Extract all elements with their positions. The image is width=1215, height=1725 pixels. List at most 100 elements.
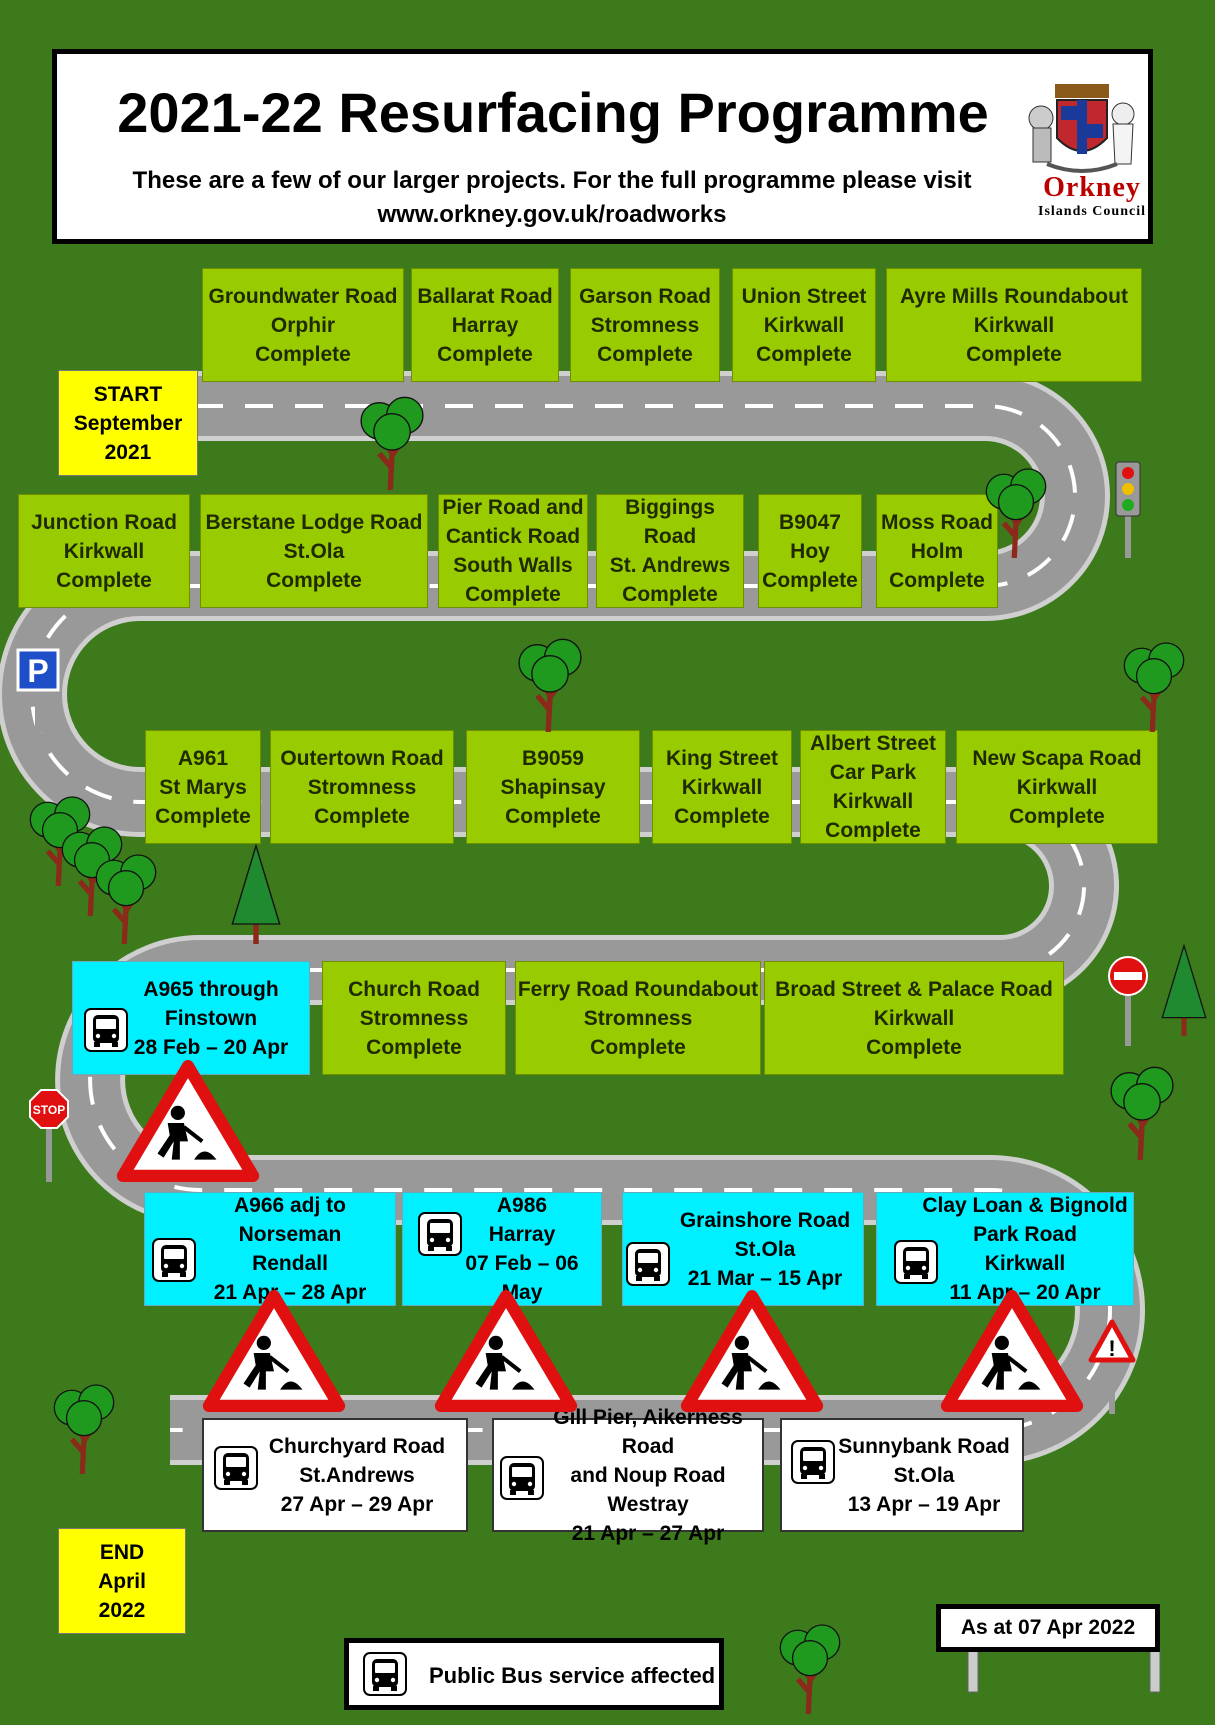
tree-icon <box>1116 636 1192 732</box>
project-text: A965 through Finstown 28 Feb – 20 Apr <box>133 977 289 1059</box>
project-card[interactable]: Junction Road Kirkwall Complete <box>18 494 190 608</box>
project-text: Union Street Kirkwall Complete <box>741 284 867 366</box>
project-card[interactable]: Biggings Road St. Andrews Complete <box>596 494 744 608</box>
tree-icon <box>1102 1060 1182 1160</box>
no-entry-sign-icon <box>1108 956 1148 1046</box>
project-text: Biggings Road St. Andrews Complete <box>609 496 731 606</box>
project-text: Garson Road Stromness Complete <box>579 284 711 366</box>
start-label: START September 2021 <box>73 382 183 464</box>
legend-label: Public Bus service affected <box>429 1663 716 1688</box>
bus-icon <box>363 1652 407 1696</box>
project-card-upcoming[interactable]: Sunnybank Road St.Ola 13 Apr – 19 Apr <box>780 1418 1024 1532</box>
bus-icon <box>84 1008 128 1052</box>
project-text: Outertown Road Stromness Complete <box>280 746 444 828</box>
warning-sign-label: ! <box>1108 1336 1115 1361</box>
project-text: Ballarat Road Harray Complete <box>417 284 553 366</box>
parking-sign-icon: P <box>16 648 60 742</box>
roadworks-warning-icon <box>940 1290 1084 1412</box>
project-text: Church Road Stromness Complete <box>348 977 480 1059</box>
project-card-upcoming[interactable]: Gill Pier, Aikerness Road and Noup Road … <box>492 1406 764 1545</box>
project-card-bus[interactable]: A966 adj to Norseman Rendall 21 Apr – 28… <box>144 1192 396 1306</box>
subtitle-text: These are a few of our larger projects. … <box>132 167 972 194</box>
project-text: Broad Street & Palace Road Kirkwall Comp… <box>775 977 1053 1059</box>
project-text: A961 St Marys Complete <box>155 746 251 828</box>
roadworks-warning-icon <box>680 1290 824 1412</box>
project-text: A966 adj to Norseman Rendall 21 Apr – 28… <box>213 1194 367 1304</box>
project-card[interactable]: Outertown Road Stromness Complete <box>270 730 454 844</box>
project-card[interactable]: Berstane Lodge Road St.Ola Complete <box>200 494 428 608</box>
tree-icon <box>772 1618 848 1714</box>
tree-icon <box>978 462 1054 558</box>
tree-icon <box>88 848 164 944</box>
council-crest-icon <box>1028 84 1135 173</box>
project-card[interactable]: Ferry Road Roundabout Stromness Complete <box>515 961 761 1075</box>
project-text: Groundwater Road Orphir Complete <box>208 284 398 366</box>
project-card-upcoming[interactable]: Churchyard Road St.Andrews 27 Apr – 29 A… <box>202 1418 468 1532</box>
bus-icon <box>626 1242 670 1286</box>
project-card[interactable]: Ayre Mills Roundabout Kirkwall Complete <box>886 268 1142 382</box>
project-card[interactable]: Broad Street & Palace Road Kirkwall Comp… <box>764 961 1064 1075</box>
page-title: 2021-22 Resurfacing Programme <box>117 81 989 144</box>
project-text: Gill Pier, Aikerness Road and Noup Road … <box>553 1405 743 1545</box>
roadworks-warning-icon <box>202 1290 346 1412</box>
pine-tree-icon <box>226 844 286 944</box>
roadworks-link[interactable]: www.orkney.gov.uk/roadworks <box>377 201 727 228</box>
project-card[interactable]: King Street Kirkwall Complete <box>652 730 792 844</box>
bus-icon <box>894 1240 938 1284</box>
project-text: Grainshore Road St.Ola 21 Mar – 15 Apr <box>679 1208 851 1290</box>
council-name: Orkney Islands Council <box>1032 172 1152 220</box>
project-card-bus[interactable]: A965 through Finstown 28 Feb – 20 Apr <box>72 961 310 1075</box>
end-marker: END April 2022 <box>58 1528 186 1634</box>
project-text: New Scapa Road Kirkwall Complete <box>972 746 1142 828</box>
tree-icon <box>46 1378 122 1474</box>
project-text: Clay Loan & Bignold Park Road Kirkwall 1… <box>922 1194 1128 1304</box>
project-text: Sunnybank Road St.Ola 13 Apr – 19 Apr <box>838 1434 1010 1516</box>
project-text: Albert Street Car Park Kirkwall Complete <box>809 732 937 842</box>
council-name-secondary: Islands Council <box>1038 204 1146 219</box>
project-text: Pier Road and Cantick Road South Walls C… <box>442 496 584 606</box>
parking-sign-label: P <box>27 653 48 689</box>
sign-posts <box>967 1648 1161 1693</box>
traffic-light-icon <box>1115 461 1141 558</box>
project-text: B9047 Hoy Complete <box>762 510 858 592</box>
tree-icon <box>352 390 432 490</box>
project-card[interactable]: B9047 Hoy Complete <box>758 494 862 608</box>
legend: Public Bus service affected <box>344 1638 724 1710</box>
end-label: END April 2022 <box>98 1540 146 1622</box>
roadworks-warning-icon <box>116 1060 260 1182</box>
bus-icon <box>214 1446 258 1490</box>
project-text: Ayre Mills Roundabout Kirkwall Complete <box>900 284 1128 366</box>
project-text: Junction Road Kirkwall Complete <box>31 510 177 592</box>
stop-sign-icon: STOP <box>29 1089 69 1182</box>
council-name-primary: Orkney <box>1043 172 1141 203</box>
project-card[interactable]: Ballarat Road Harray Complete <box>411 268 559 382</box>
project-text: Moss Road Holm Complete <box>880 510 993 592</box>
project-text: A986 Harray 07 Feb – 06 May <box>465 1194 579 1304</box>
project-text: Ferry Road Roundabout Stromness Complete <box>517 977 759 1059</box>
project-text: King Street Kirkwall Complete <box>665 746 778 828</box>
project-card[interactable]: Albert Street Car Park Kirkwall Complete <box>800 730 946 844</box>
bus-icon <box>791 1440 835 1484</box>
bus-icon <box>152 1238 196 1282</box>
pine-tree-icon <box>1156 944 1212 1036</box>
warning-sign-icon: ! <box>1088 1319 1136 1414</box>
project-card[interactable]: Moss Road Holm Complete <box>876 494 998 608</box>
project-card[interactable]: New Scapa Road Kirkwall Complete <box>956 730 1158 844</box>
project-card[interactable]: A961 St Marys Complete <box>145 730 261 844</box>
project-text: Berstane Lodge Road St.Ola Complete <box>205 510 423 592</box>
project-card[interactable]: Garson Road Stromness Complete <box>570 268 720 382</box>
project-card[interactable]: Church Road Stromness Complete <box>322 961 506 1075</box>
bus-icon <box>500 1456 544 1500</box>
roadworks-warning-icon <box>434 1290 578 1412</box>
page-subtitle: These are a few of our larger projects. … <box>87 164 1017 232</box>
project-card[interactable]: Union Street Kirkwall Complete <box>732 268 876 382</box>
project-card[interactable]: B9059 Shapinsay Complete <box>466 730 640 844</box>
bus-icon <box>418 1212 462 1256</box>
project-text: B9059 Shapinsay Complete <box>500 746 606 828</box>
header-panel: 2021-22 Resurfacing Programme These are … <box>52 49 1153 244</box>
project-card[interactable]: Pier Road and Cantick Road South Walls C… <box>438 494 588 608</box>
project-card[interactable]: Groundwater Road Orphir Complete <box>202 268 404 382</box>
project-text: Churchyard Road St.Andrews 27 Apr – 29 A… <box>268 1434 446 1516</box>
as-at-date: As at 07 Apr 2022 <box>936 1604 1160 1652</box>
start-marker: START September 2021 <box>58 370 198 476</box>
